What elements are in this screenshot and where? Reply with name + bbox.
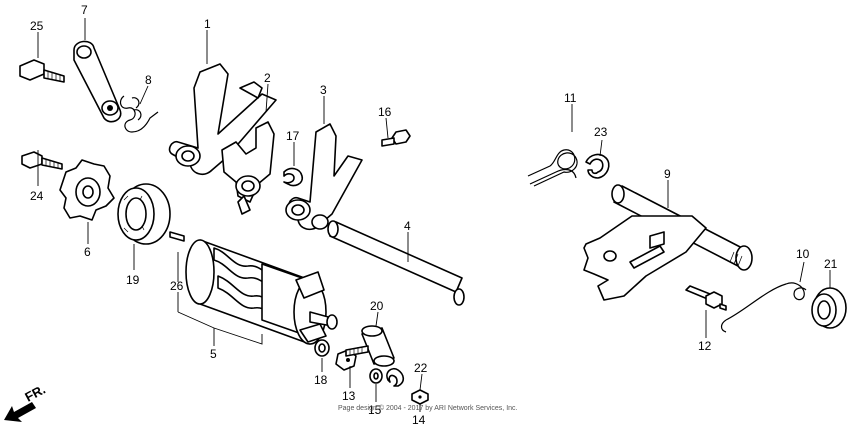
label-part-3[interactable]: 3 <box>320 83 327 97</box>
part-19-bearing[interactable] <box>117 183 171 245</box>
part-22-clip[interactable] <box>386 367 405 387</box>
part-2-shift-fork[interactable] <box>221 121 275 215</box>
label-part-9[interactable]: 9 <box>664 167 671 181</box>
label-part-7[interactable]: 7 <box>81 3 88 17</box>
part-23-circlip[interactable] <box>585 153 610 179</box>
part-12-pivot-bolt[interactable] <box>685 285 727 311</box>
part-18-washer[interactable] <box>314 339 330 357</box>
part-11-spring[interactable] <box>527 149 578 187</box>
front-direction-indicator: FR. <box>4 382 48 422</box>
part-15-washer[interactable] <box>369 368 383 384</box>
part-8-spring[interactable] <box>119 95 159 133</box>
label-part-16[interactable]: 16 <box>378 105 392 119</box>
part-17-clip[interactable] <box>283 167 304 187</box>
label-part-19[interactable]: 19 <box>126 273 140 287</box>
part-13-switch[interactable] <box>335 345 369 371</box>
label-part-8[interactable]: 8 <box>145 73 152 87</box>
label-part-26[interactable]: 26 <box>170 279 184 293</box>
label-part-14[interactable]: 14 <box>412 413 426 427</box>
label-part-24[interactable]: 24 <box>30 189 44 203</box>
label-part-12[interactable]: 12 <box>698 339 712 353</box>
label-part-23[interactable]: 23 <box>594 125 608 139</box>
part-3-shift-fork[interactable] <box>285 123 363 231</box>
label-part-20[interactable]: 20 <box>370 299 384 313</box>
label-part-17[interactable]: 17 <box>286 129 300 143</box>
label-part-13[interactable]: 13 <box>342 389 356 403</box>
label-part-25[interactable]: 25 <box>30 19 44 33</box>
front-arrow-icon <box>4 402 36 422</box>
label-part-15[interactable]: 15 <box>368 403 382 417</box>
part-24-bolt[interactable] <box>21 151 63 170</box>
front-direction-label: FR. <box>22 382 48 405</box>
label-part-18[interactable]: 18 <box>314 373 328 387</box>
label-part-22[interactable]: 22 <box>414 361 428 375</box>
part-5-shift-drum[interactable] <box>185 239 338 345</box>
part-labels: 25 7 8 1 2 3 17 16 4 24 6 19 26 5 20 18 … <box>30 3 838 427</box>
part-10-return-spring[interactable] <box>720 282 807 333</box>
part-21-oil-seal[interactable] <box>811 287 847 329</box>
part-16-bolt[interactable] <box>381 129 411 147</box>
part-26-pin[interactable] <box>169 231 185 242</box>
part-20-collar[interactable] <box>361 325 395 367</box>
label-part-10[interactable]: 10 <box>796 247 810 261</box>
copyright-footer: Page design © 2004 - 2017 by ARI Network… <box>338 404 518 412</box>
part-9-shift-spindle[interactable] <box>583 184 753 301</box>
label-part-21[interactable]: 21 <box>824 257 838 271</box>
part-6-star-plate[interactable] <box>59 159 115 221</box>
part-4-fork-shaft[interactable] <box>327 220 465 306</box>
label-part-6[interactable]: 6 <box>84 245 91 259</box>
leader-lines <box>37 18 831 412</box>
part-7-stopper-arm[interactable] <box>73 40 122 123</box>
label-part-2[interactable]: 2 <box>264 71 271 85</box>
label-part-4[interactable]: 4 <box>404 219 411 233</box>
part-14-nut[interactable] <box>411 389 429 405</box>
label-part-1[interactable]: 1 <box>204 17 211 31</box>
part-1-shift-fork[interactable] <box>168 63 277 176</box>
label-part-5[interactable]: 5 <box>210 347 217 361</box>
label-part-11[interactable]: 11 <box>564 91 577 105</box>
part-25-bolt[interactable] <box>19 59 65 83</box>
